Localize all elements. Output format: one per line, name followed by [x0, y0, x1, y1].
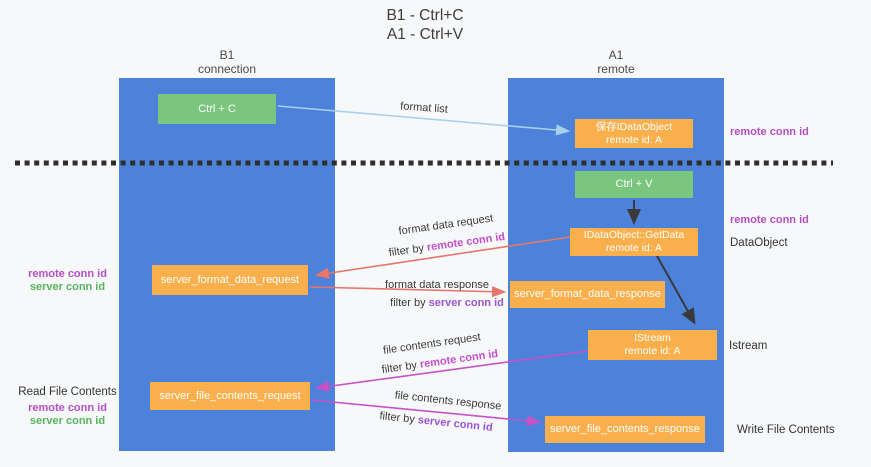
- write-file-contents-label: Write File Contents: [737, 424, 835, 436]
- server-format-data-response-label: server_format_data_response: [514, 288, 661, 300]
- format-data-response-filter-label: filter by server conn id: [367, 297, 527, 310]
- server-format-data-request-label: server_format_data_request: [160, 273, 300, 286]
- istream-line2: remote id: A: [624, 345, 681, 357]
- filter-prefix: filter by: [387, 241, 428, 260]
- left-column-name: B1: [219, 48, 235, 62]
- left-server-conn-id-label-format: server conn id: [29, 281, 106, 293]
- istream-side-label: Istream: [729, 340, 768, 352]
- server-format-data-request-node: server_format_data_request: [152, 265, 308, 295]
- title-line-1: B1 - Ctrl+C: [386, 7, 464, 24]
- title-line-2: A1 - Ctrl+V: [386, 26, 464, 43]
- server-file-contents-request-node: server_file_contents_request: [150, 382, 310, 410]
- server-file-contents-response-label: server_file_contents_response: [550, 423, 700, 435]
- server-conn-id-key: server conn id: [428, 297, 504, 309]
- server-file-contents-response-node: server_file_contents_response: [545, 416, 705, 443]
- istream-node: IStream remote id: A: [588, 330, 717, 360]
- server-file-contents-request-label: server_file_contents_request: [159, 389, 301, 402]
- left-column-subtitle: connection: [197, 62, 257, 76]
- diagram-title: B1 - Ctrl+C A1 - Ctrl+V: [225, 6, 625, 44]
- right-remote-conn-id-label-top: remote conn id: [730, 126, 809, 138]
- save-dataobject-line1: 保存IDataObject: [595, 120, 673, 133]
- ctrl-v-label: Ctrl + V: [615, 178, 653, 190]
- server-conn-id-key: server conn id: [417, 414, 494, 434]
- right-column-subtitle: remote: [597, 62, 635, 76]
- ctrl-c-label: Ctrl + C: [198, 102, 236, 115]
- format-data-response-label: format data response: [385, 279, 489, 291]
- left-remote-conn-id-label-format: remote conn id: [28, 268, 107, 280]
- remote-conn-id-key: remote conn id: [426, 230, 506, 254]
- dataobject-label: DataObject: [730, 237, 788, 249]
- getdata-line1: IDataObject::GetData: [583, 229, 685, 241]
- istream-line1: IStream: [634, 332, 671, 344]
- save-dataobject-line2: remote id: A: [605, 133, 663, 146]
- ctrl-v-node: Ctrl + V: [575, 171, 693, 198]
- format-list-label: format list: [399, 100, 449, 116]
- server-format-data-response-node: server_format_data_response: [510, 281, 665, 308]
- save-dataobject-node: 保存IDataObject remote id: A: [575, 119, 693, 148]
- left-column-header: B1 connection: [119, 48, 335, 76]
- filter-prefix: filter by: [380, 358, 421, 377]
- right-column-header: A1 remote: [508, 48, 724, 76]
- getdata-node: IDataObject::GetData remote id: A: [570, 228, 698, 256]
- left-remote-conn-id-label-file: remote conn id: [28, 402, 107, 414]
- remote-conn-id-key: remote conn id: [419, 347, 499, 371]
- read-file-contents-label: Read File Contents: [18, 386, 117, 398]
- left-server-conn-id-label-file: server conn id: [29, 415, 106, 427]
- filter-prefix: filter by: [378, 410, 419, 427]
- filter-prefix: filter by: [390, 297, 429, 309]
- ctrl-c-node: Ctrl + C: [158, 94, 276, 124]
- getdata-line2: remote id: A: [605, 242, 663, 254]
- right-remote-conn-id-label-mid: remote conn id: [730, 214, 809, 226]
- right-column-name: A1: [608, 48, 624, 62]
